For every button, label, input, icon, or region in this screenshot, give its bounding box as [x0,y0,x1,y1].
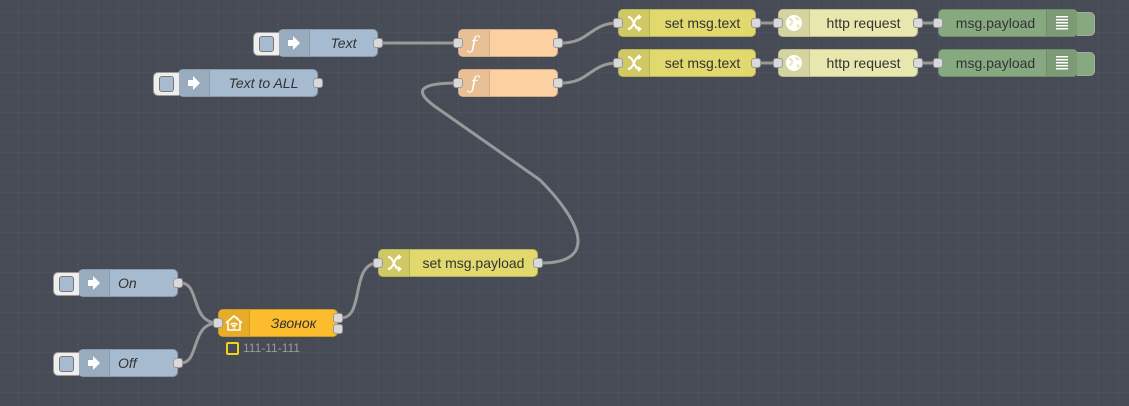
output-port[interactable] [533,258,543,268]
http-request-node-1[interactable]: http request [773,9,923,37]
arrow-in-icon [79,270,110,296]
node-label: On [118,275,137,291]
inject-trigger-button[interactable] [253,32,279,56]
output-port-2[interactable] [333,324,343,334]
node-label: Text to ALL [228,75,299,91]
input-port[interactable] [933,18,943,28]
inject-trigger-button[interactable] [153,72,179,96]
node-label: http request [826,15,901,31]
output-port[interactable] [173,278,183,288]
output-port[interactable] [751,58,761,68]
node-label: Off [118,355,137,371]
node-label: Text [330,35,357,51]
change-node-2[interactable]: set msg.text [613,49,761,77]
node-label: http request [826,55,901,71]
output-port[interactable] [913,18,923,28]
function-icon: ƒ [459,30,490,56]
inject-trigger-button[interactable] [53,272,79,296]
wire-change3-func2 [420,81,580,265]
wire-func2-change2 [560,61,619,85]
input-port[interactable] [373,258,383,268]
debug-toggle-button[interactable] [1077,12,1095,36]
function-node-1[interactable]: ƒ [453,29,563,57]
homekit-node-status: 111-11-111 [226,341,300,355]
input-port[interactable] [933,58,943,68]
home-icon [219,310,250,336]
function-node-2[interactable]: ƒ [453,69,563,97]
input-port[interactable] [613,58,623,68]
wire-on-homekit [180,281,219,325]
output-port[interactable] [373,38,383,48]
globe-icon [779,10,810,36]
status-text: 111-11-111 [243,341,300,355]
input-port[interactable] [453,78,463,88]
wire-off-homekit [180,321,219,365]
inject-trigger-button[interactable] [53,352,79,376]
output-port[interactable] [553,78,563,88]
shuffle-icon [379,250,410,276]
input-port[interactable] [213,318,223,328]
node-label: set msg.text [664,15,741,31]
inject-node-off[interactable]: Off [53,349,183,377]
input-port[interactable] [773,18,783,28]
output-port[interactable] [313,78,323,88]
http-request-node-2[interactable]: http request [773,49,923,77]
list-icon [1046,50,1077,76]
output-port[interactable] [173,358,183,368]
shuffle-icon [619,10,650,36]
output-port[interactable] [913,58,923,68]
output-port[interactable] [751,18,761,28]
homekit-node-doorbell[interactable]: Звонок [213,309,343,337]
inject-node-on[interactable]: On [53,269,183,297]
wire-homekit-change3 [340,261,379,320]
inject-node-text-to-all[interactable]: Text to ALL [153,69,323,97]
arrow-in-icon [179,70,210,96]
debug-node-1[interactable]: msg.payload [933,9,1095,37]
inject-node-text[interactable]: Text [253,29,383,57]
change-node-1[interactable]: set msg.text [613,9,761,37]
function-icon: ƒ [459,70,490,96]
node-label: msg.payload [955,15,1036,31]
node-label: msg.payload [955,55,1036,71]
node-label: Звонок [270,315,317,331]
arrow-in-icon [79,350,110,376]
output-port[interactable] [553,38,563,48]
shuffle-icon [619,50,650,76]
change-node-set-payload[interactable]: set msg.payload [373,249,543,277]
arrow-in-icon [279,30,310,56]
list-icon [1046,10,1077,36]
input-port[interactable] [613,18,623,28]
input-port[interactable] [773,58,783,68]
globe-icon [779,50,810,76]
input-port[interactable] [453,38,463,48]
debug-toggle-button[interactable] [1077,52,1095,76]
output-port-1[interactable] [333,313,343,323]
node-label: set msg.payload [422,255,525,271]
debug-node-2[interactable]: msg.payload [933,49,1095,77]
node-label: set msg.text [664,55,741,71]
status-ring-icon [226,341,239,355]
wire-func1-change1 [560,21,619,45]
